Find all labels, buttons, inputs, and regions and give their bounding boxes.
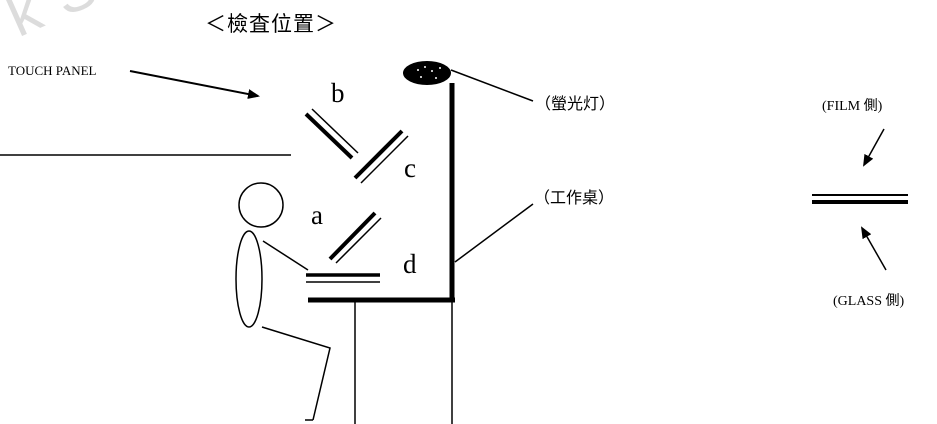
fluorescent-lamp	[403, 61, 451, 85]
diagram-title: ＜檢査位置＞	[205, 12, 337, 36]
glass-side-arrow	[861, 226, 887, 271]
position-label-d: d	[403, 249, 417, 279]
film-glass-section	[812, 194, 908, 204]
position-label-a: a	[311, 200, 323, 230]
film-side-label: (FILM 側)	[822, 99, 883, 114]
position-label-b: b	[331, 78, 345, 108]
panel-a	[328, 211, 382, 264]
inspector-figure	[235, 182, 331, 421]
panel-b	[304, 108, 359, 160]
touch-panel-arrow	[129, 70, 260, 99]
workbench	[308, 83, 455, 424]
lamp-leader-line	[450, 69, 534, 102]
position-label-c: c	[404, 153, 416, 183]
panel-d	[306, 273, 380, 283]
film-side-arrow	[863, 128, 885, 167]
touch-panel-label: TOUCH PANEL	[8, 63, 97, 78]
panel-c	[353, 129, 409, 184]
glass-side-label: (GLASS 側)	[833, 294, 905, 309]
desk-label: （工作桌）	[534, 188, 615, 207]
desk-leader-line	[454, 203, 534, 263]
lamp-label: （螢光灯）	[535, 94, 616, 113]
